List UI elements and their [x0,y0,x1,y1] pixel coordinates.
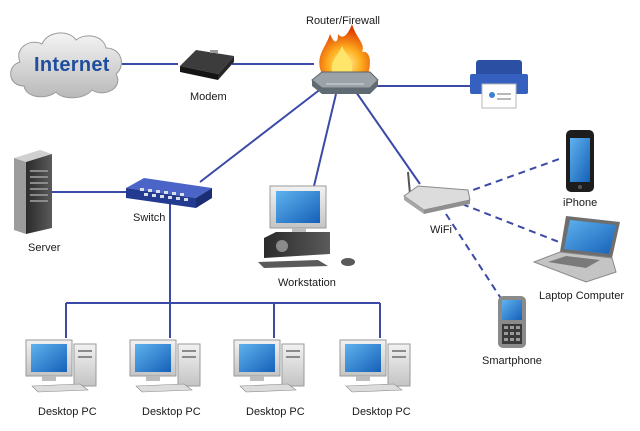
server-icon [14,150,52,234]
iphone-label: iPhone [563,197,598,209]
desktop-pc-label: Desktop PC [142,406,201,418]
internet-cloud-icon [10,32,122,99]
router-firewall-icon [311,24,379,94]
link-router-workstation [313,93,337,187]
switch-label: Switch [133,212,166,224]
desktop-pc-label: Desktop PC [246,406,305,418]
modem-icon [180,50,234,80]
desktop-pc-icon [339,339,411,393]
workstation-icon [258,185,355,268]
link-router-wifi [355,91,421,185]
wifi-icon [403,171,471,214]
desktop-pc-icon [25,339,97,393]
internet-label: Internet [34,54,110,76]
smartphone-icon [498,296,526,348]
router-label: Router/Firewall [306,15,380,27]
desktop-pc-icon [129,339,201,393]
smartphone-label: Smartphone [482,355,542,367]
iphone-icon [566,130,594,192]
desktop-pc-label: Desktop PC [38,406,97,418]
switch-icon [126,178,212,208]
link-wifi-laptop [461,203,565,245]
link-wifi-smartphone [445,213,503,301]
laptop-icon [532,216,620,283]
link-router-switch [199,87,323,183]
server-label: Server [28,242,61,254]
link-wifi-iphone [461,157,563,195]
wifi-label: WiFi [430,224,452,236]
laptop-label: Laptop Computer [539,290,624,302]
wired-links [50,63,470,338]
workstation-label: Workstation [278,277,336,289]
modem-label: Modem [190,91,227,103]
printer-icon [470,60,528,109]
desktop-pc-label: Desktop PC [352,406,411,418]
desktop-pc-icon [233,339,305,393]
wireless-links [445,157,565,301]
